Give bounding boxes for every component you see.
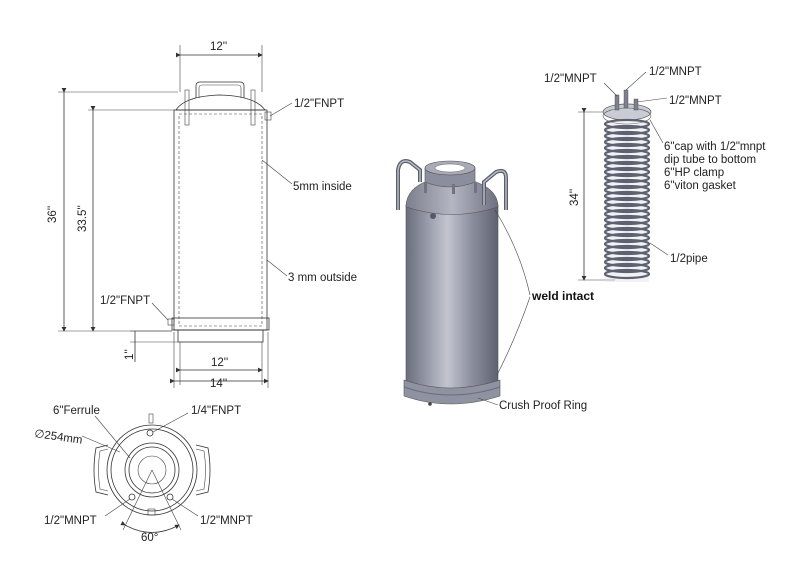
coil-turn: [603, 142, 651, 154]
cap-note-3: 6"HP clamp: [664, 167, 724, 179]
leg-height-label: 1'': [124, 349, 136, 360]
coil-height-label: 34'': [569, 189, 581, 206]
coil-view: 34'' 1/2"MNPT 1/2"MNPT 1/2"MNPT 6"cap wi…: [544, 66, 766, 282]
coil-turn: [603, 262, 651, 274]
coil-turn: [603, 136, 651, 148]
bottom-outer-width-label: 14'': [210, 378, 227, 390]
top-port-label: 1/2"FNPT: [294, 98, 344, 110]
ring-label: Crush Proof Ring: [499, 400, 587, 412]
pipe-label: 1/2pipe: [670, 253, 708, 265]
weld-label: weld intact: [531, 289, 594, 303]
shell-height-label: 33.5'': [77, 205, 89, 232]
coil-turn: [603, 208, 651, 220]
coil-turn: [603, 214, 651, 226]
outer-wall-label: 3 mm outside: [288, 272, 357, 284]
coil-turn: [603, 166, 651, 178]
top-width-label: 12'': [210, 41, 227, 53]
coil-turn: [603, 232, 651, 244]
coil-turn: [603, 130, 651, 142]
coil-turn: [603, 196, 651, 208]
coil-turn: [603, 172, 651, 184]
cap-note-1: 6"cap with 1/2"mnpt: [664, 141, 766, 153]
coil-turn: [603, 220, 651, 232]
coil-turn: [603, 256, 651, 268]
coil-windings: [603, 118, 651, 282]
angle-label: 60°: [141, 532, 158, 544]
coil-turn: [603, 190, 651, 202]
coil-turn: [603, 226, 651, 238]
port-right-label: 1/2"MNPT: [200, 515, 253, 527]
coil-turn: [603, 148, 651, 160]
coil-port-a-label: 1/2"MNPT: [544, 73, 597, 85]
coil-turn: [603, 118, 651, 130]
coil-turn: [603, 124, 651, 136]
coil-port-b-label: 1/2"MNPT: [649, 66, 702, 78]
coil-turn: [603, 238, 651, 250]
coil-turn: [603, 154, 651, 166]
bottom-inner-width-label: 12'': [211, 357, 228, 369]
coil-turn: [603, 268, 651, 280]
cap-note-2: dip tube to bottom: [664, 154, 756, 166]
coil-turn: [603, 160, 651, 172]
coil-turn: [603, 244, 651, 256]
coil-turn: [603, 178, 651, 190]
top-view: 60° ∅254mm 6"Ferrule 1/4"FNPT 1/2"MNPT 1…: [34, 405, 253, 544]
side-view: 12'' 36'' 33.5'' 1'': [47, 41, 357, 390]
diameter-label: ∅254mm: [34, 428, 84, 447]
coil-port-c-label: 1/2"MNPT: [669, 95, 722, 107]
coil-turn: [603, 202, 651, 214]
coil-turn: [603, 250, 651, 262]
cap-note-4: 6"viton gasket: [664, 180, 737, 192]
coil-turn: [603, 184, 651, 196]
port-quarter-label: 1/4"FNPT: [191, 405, 241, 417]
port-left-label: 1/2"MNPT: [44, 515, 97, 527]
ferrule-label: 6"Ferrule: [53, 405, 100, 417]
render-view: weld intact Crush Proof Ring: [396, 159, 594, 412]
inner-wall-label: 5mm inside: [293, 181, 352, 193]
side-port-label: 1/2"FNPT: [100, 295, 150, 307]
overall-height-label: 36'': [47, 206, 59, 223]
